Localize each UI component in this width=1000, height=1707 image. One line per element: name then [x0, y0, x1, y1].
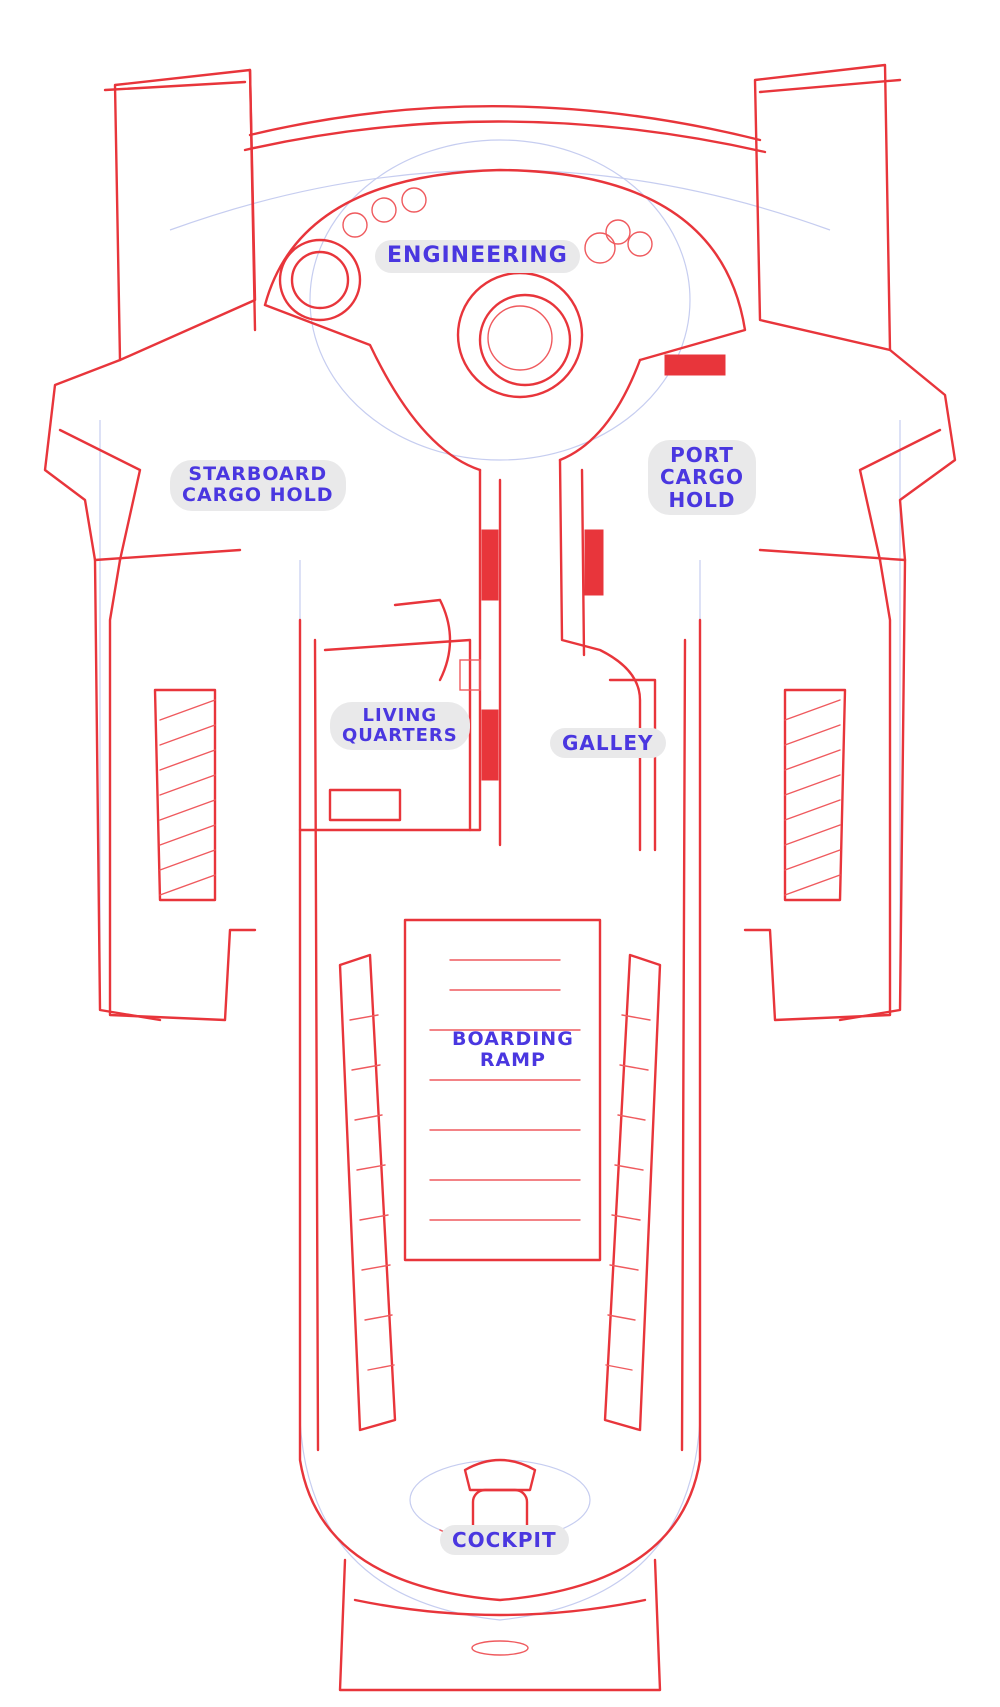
starboard-cargo-hold-label: STARBOARD CARGO HOLD — [170, 460, 346, 511]
galley-label: GALLEY — [550, 728, 666, 759]
living-quarters-label: LIVING QUARTERS — [330, 702, 470, 751]
cockpit-label: COCKPIT — [440, 1525, 569, 1556]
port-cargo-hold-label: PORT CARGO HOLD — [648, 440, 756, 516]
hull-ribs — [338, 953, 662, 1432]
side-panels — [153, 688, 847, 902]
boarding-ramp — [403, 918, 602, 1262]
interior-walls — [298, 458, 657, 852]
engineering-label: ENGINEERING — [375, 240, 580, 273]
construction-guides — [99, 139, 901, 1621]
engineering-room — [263, 168, 747, 472]
hull-outline — [43, 63, 957, 1692]
boarding-ramp-label: BOARDING RAMP — [452, 1028, 574, 1072]
